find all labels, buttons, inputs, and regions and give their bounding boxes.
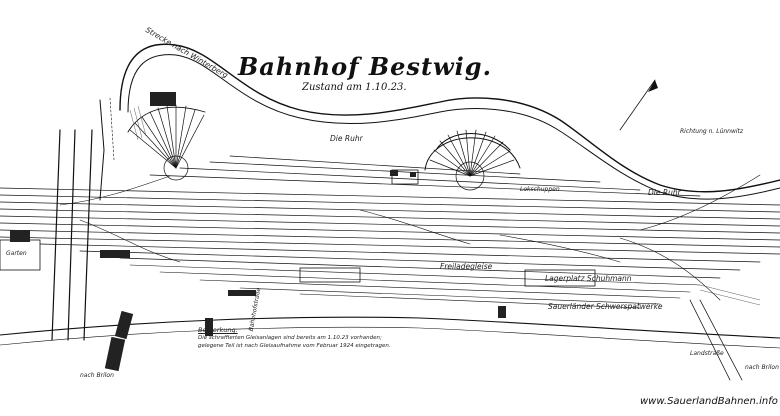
lower-yard: [129, 264, 701, 309]
remark-note: Bemerkung: Die schraffierten Gleisanlage…: [198, 326, 391, 350]
watermark-url: www.SauerlandBahnen.info: [640, 396, 778, 407]
embankment-left: [99, 99, 105, 201]
north-arrow-head: [648, 80, 658, 92]
label-ruhr-right: Die Ruhr: [648, 188, 681, 197]
map-subtitle: Zustand am 1.10.23.: [302, 82, 407, 93]
turntable-left: [127, 104, 206, 181]
remark-heading: Bemerkung:: [198, 326, 238, 334]
road-bridge-left: [51, 129, 93, 341]
label-nach-brilon-right: nach Brilon: [745, 364, 779, 371]
label-sauerlaender: Sauerländer Schwerspatwerke: [548, 302, 663, 311]
label-nach-brilon: nach Brilon: [80, 372, 114, 379]
hatching: [129, 105, 761, 306]
river-ruhr-bank-outer: [119, 43, 780, 193]
label-loco-shed: Lokschuppen: [520, 186, 560, 193]
remark-line: gelegene Teil ist nach Gleisaufnahme vom…: [198, 343, 391, 349]
roundhouse-center: [424, 129, 521, 191]
label-garten: Garten: [6, 250, 27, 257]
filled-buildings: [10, 92, 506, 372]
main-tracks: [0, 155, 780, 279]
remark-line: Die schraffierten Gleisanlagen sind bere…: [198, 335, 382, 341]
label-lagerplatz: Lagerplatz Schuhmann: [545, 274, 632, 283]
label-ruhr-upper: Die Ruhr: [330, 134, 363, 143]
north-arrow: [619, 79, 656, 131]
river-ruhr-bank-inner: [127, 54, 780, 200]
road-bottom: [0, 316, 780, 339]
label-freiladegleise: Freiladegleise: [440, 262, 493, 271]
label-richtung-luennwitz: Richtung n. Lünnwitz: [680, 128, 744, 135]
label-landstrasse: Landstraße: [690, 350, 724, 357]
map-title: Bahnhof Bestwig.: [238, 52, 492, 81]
